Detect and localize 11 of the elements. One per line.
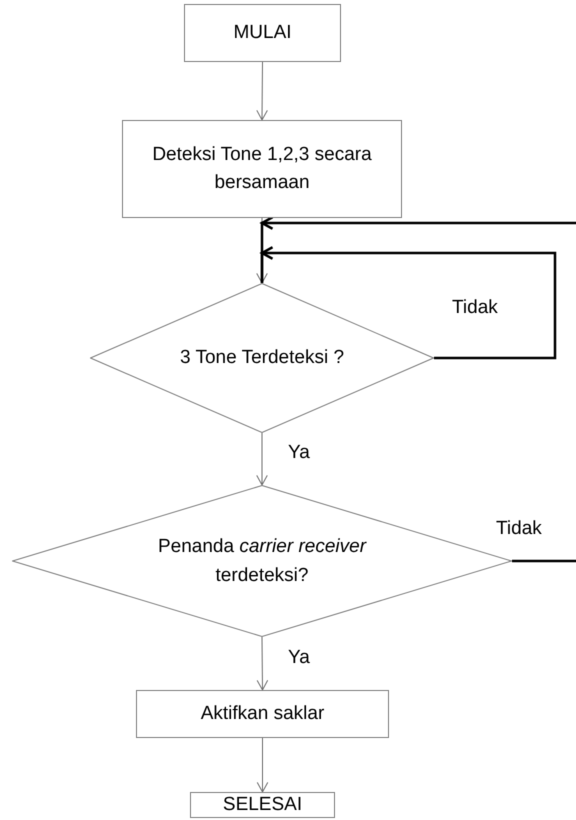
node-text: 3 Tone Terdeteksi ? — [180, 346, 344, 370]
node-text: Aktifkan saklar — [200, 702, 324, 726]
process-box — [136, 690, 389, 738]
node-text: Penanda carrier receiver terdeteksi? — [156, 534, 368, 588]
decision-diamond — [90, 283, 434, 433]
node-text: SELESAI — [222, 792, 302, 817]
node-text: Deteksi Tone 1,2,3 secara bersamaan — [151, 142, 373, 195]
process-box — [190, 792, 335, 818]
process-box — [184, 4, 341, 62]
node-text: MULAI — [233, 20, 292, 45]
process-box — [122, 120, 402, 218]
